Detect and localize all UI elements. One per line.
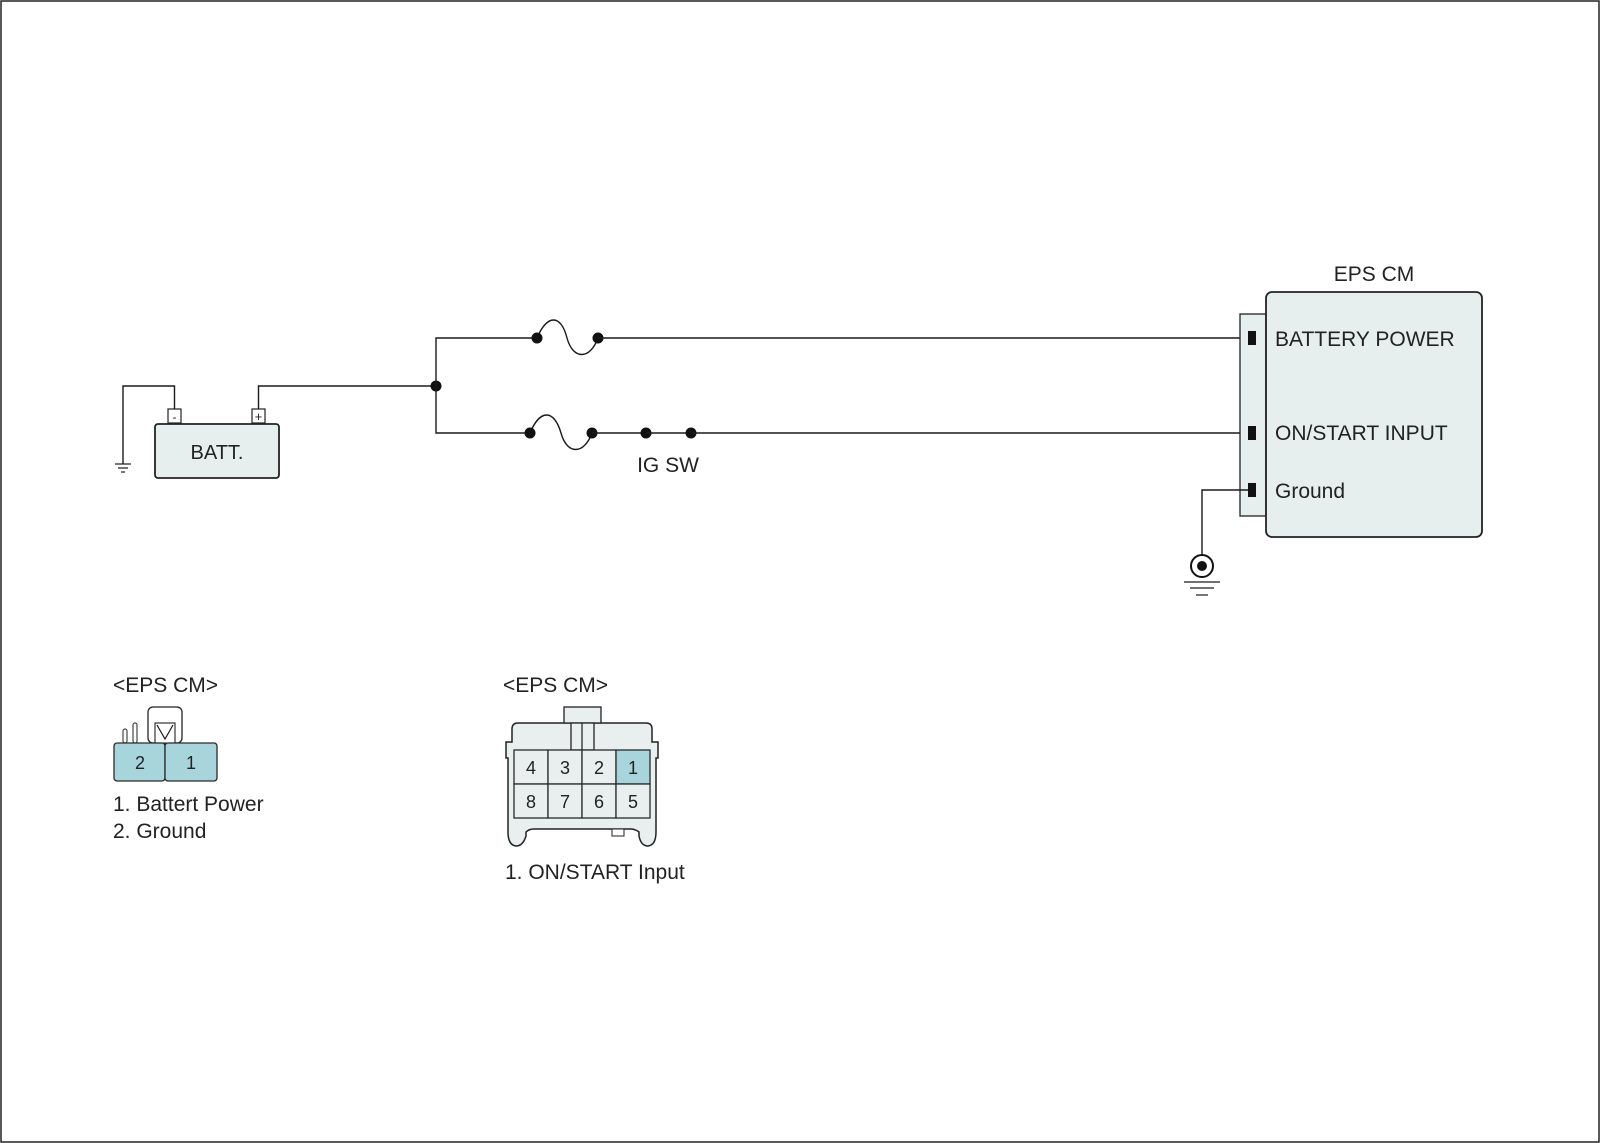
module-title: EPS CM	[1334, 263, 1415, 286]
pin-on-start-input	[1248, 426, 1256, 440]
connector-b-cell-label: 3	[560, 758, 570, 778]
connector-a-cell-label: 2	[135, 753, 145, 773]
connector-b-title: <EPS CM>	[503, 674, 608, 697]
connector-b-cell-label: 1	[628, 758, 638, 778]
battery-pos-label: +	[255, 409, 263, 424]
battery-label: BATT.	[191, 442, 244, 464]
connector-b-legend: 1. ON/START Input	[505, 861, 685, 884]
battery-neg-label: -	[173, 410, 177, 424]
connector-b-cell-label: 7	[560, 792, 570, 812]
connector-b-cell-5	[615, 783, 651, 819]
module-pin-label: Ground	[1275, 480, 1345, 503]
fuse-icon	[536, 319, 599, 356]
battery-power-circuit	[435, 319, 1248, 386]
pin-ground	[1248, 483, 1256, 497]
connector-a-legend: 1. Battert Power	[113, 793, 264, 816]
ground-terminal-icon	[1197, 561, 1207, 571]
connector-b-cell-label: 2	[594, 758, 604, 778]
connector-b-cell-label: 6	[594, 792, 604, 812]
connector-b: <EPS CM> 4 3 2 1 8 7 6 5 1. ON/START Inp…	[503, 674, 685, 884]
fuse-icon	[529, 414, 593, 451]
battery-positive-wire	[257, 385, 436, 409]
connector-b-cell-label: 4	[526, 758, 536, 778]
battery: - + BATT.	[154, 408, 280, 479]
battery-ground-wire	[115, 385, 176, 473]
connector-b-cell-label: 5	[628, 792, 638, 812]
eps-cm-module: EPS CM BATTERY POWER ON/START INPUT Grou…	[1239, 263, 1483, 538]
module-pin-label: ON/START INPUT	[1275, 422, 1448, 445]
connector-b-cell-7	[547, 783, 583, 819]
connector-a: <EPS CM> 2 1 1. Battert Power 2. Ground	[113, 674, 264, 843]
on-start-circuit: IG SW	[435, 386, 1248, 477]
connector-a-cell-label: 1	[186, 753, 196, 773]
connector-a-cell-1	[164, 742, 218, 782]
ignition-switch-label: IG SW	[637, 454, 699, 477]
connector-a-legend: 2. Ground	[113, 820, 206, 843]
module-pin-label: BATTERY POWER	[1275, 328, 1455, 351]
connector-b-cell-label: 8	[526, 792, 536, 812]
module-ground-wire	[1184, 489, 1248, 596]
connector-b-cell-6	[581, 783, 617, 819]
pin-battery-power	[1248, 331, 1256, 345]
connector-a-title: <EPS CM>	[113, 674, 218, 697]
